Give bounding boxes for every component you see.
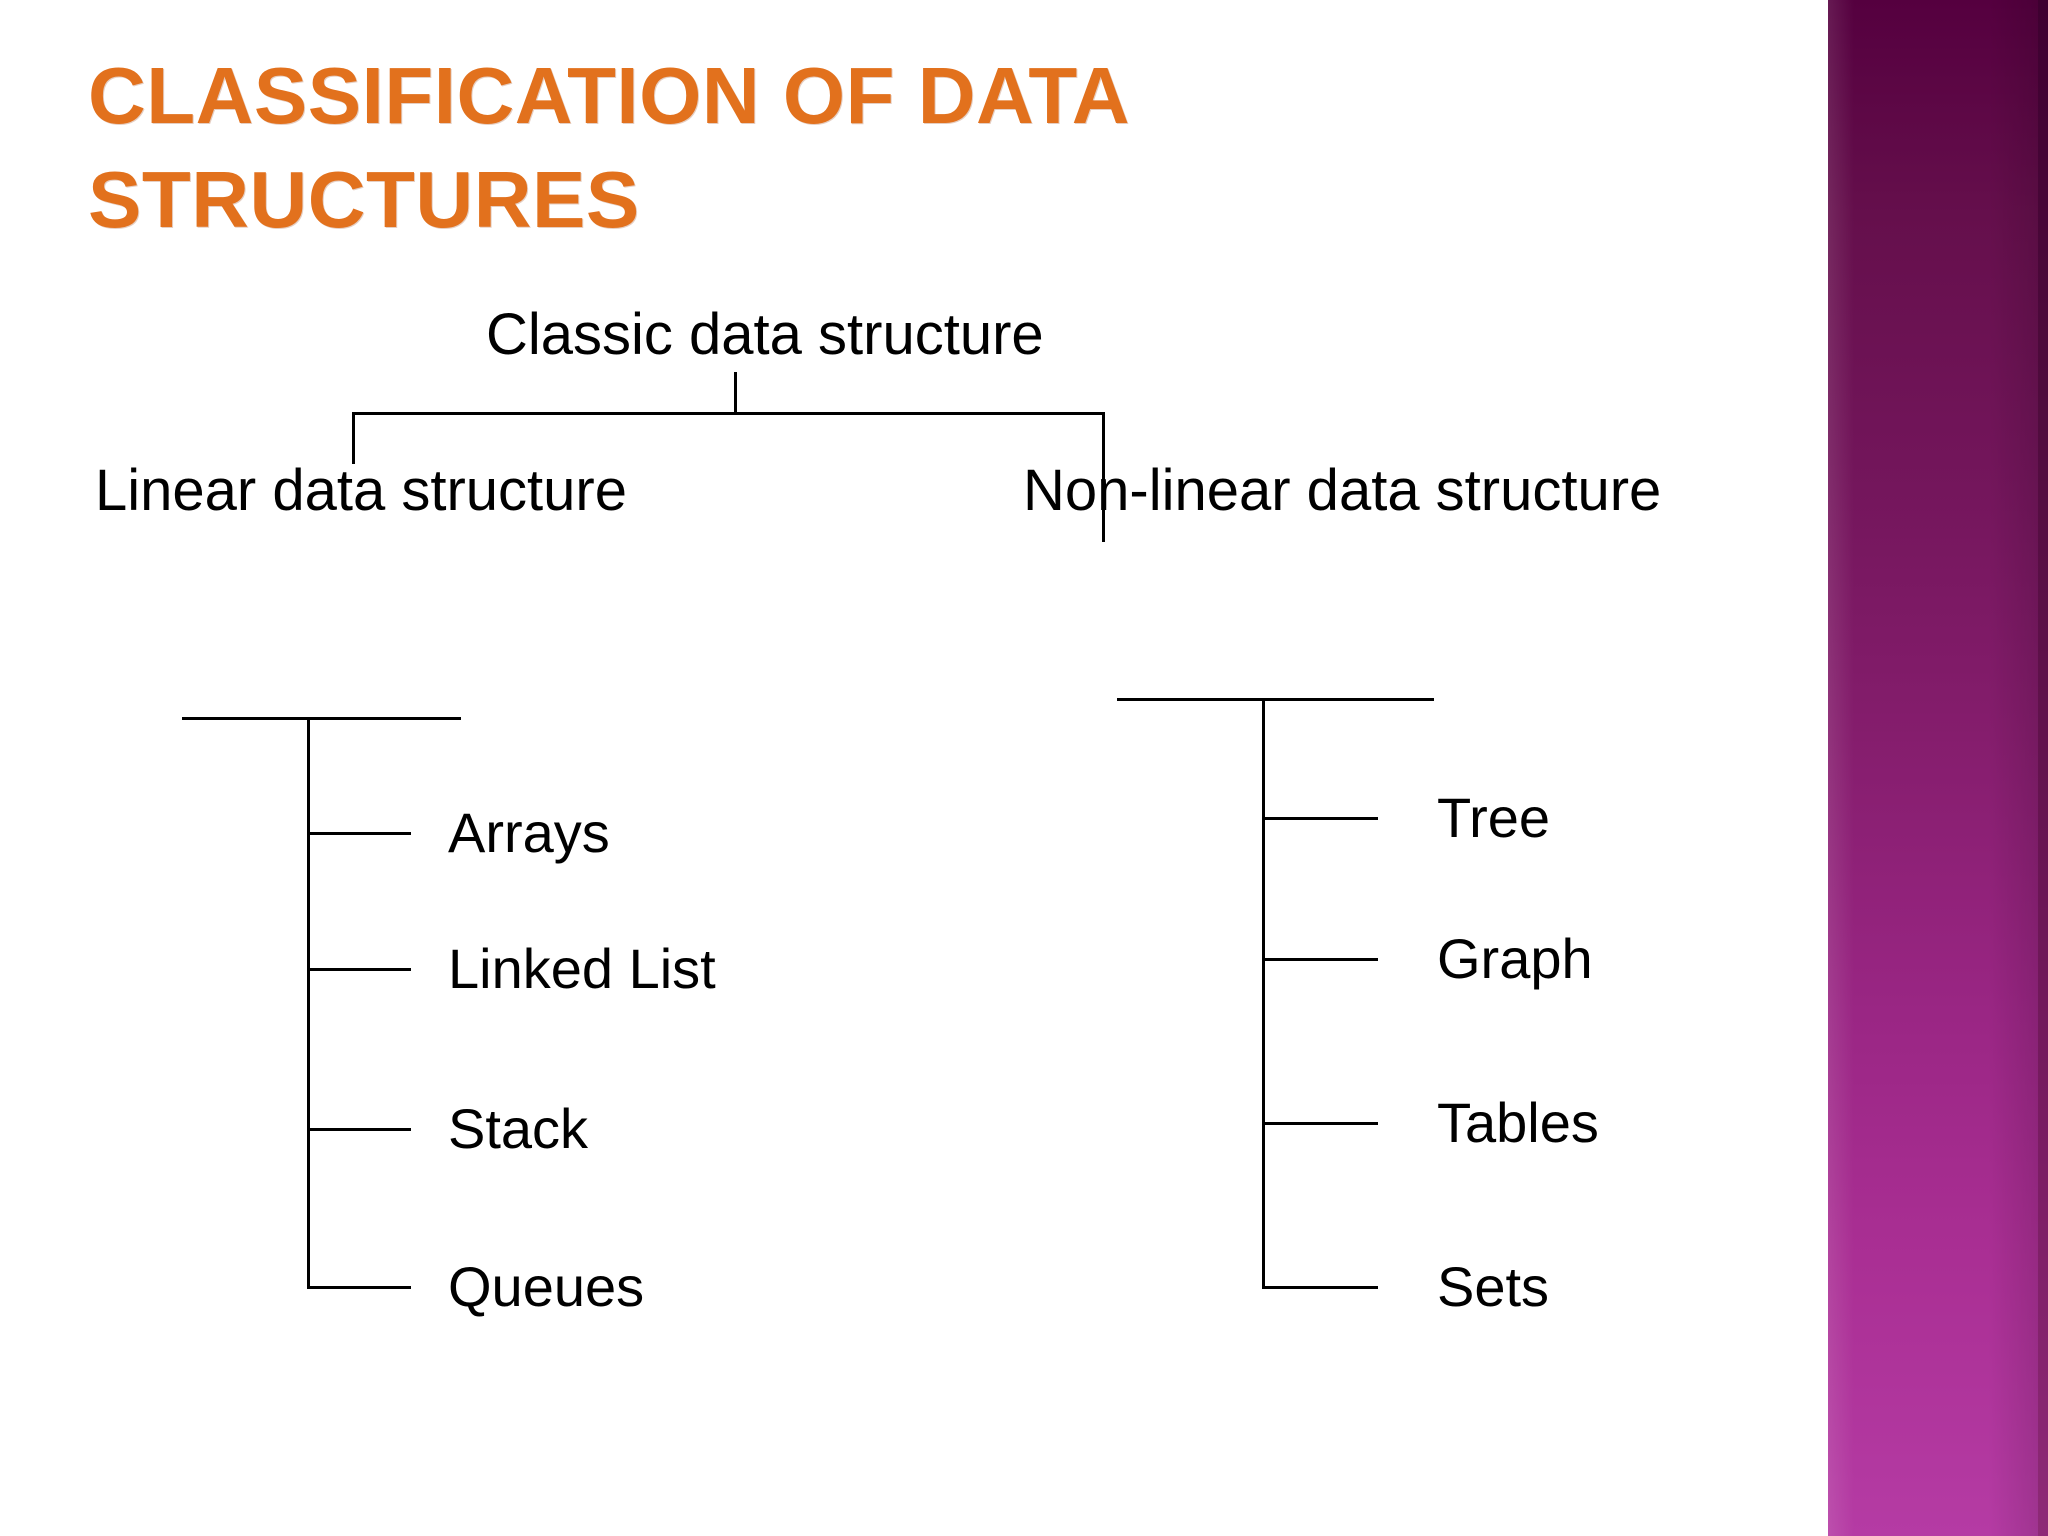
connector-leaf-queues	[307, 1286, 411, 1289]
band-right-edge	[2038, 0, 2048, 1536]
connector-leaf-tree	[1262, 817, 1378, 820]
connector-nonlinear-bracket-bar	[1117, 698, 1434, 701]
connector-leaf-sets	[1262, 1286, 1378, 1289]
tree-leaf-tables: Tables	[1437, 1091, 1599, 1154]
page-title: Classification of data structures	[88, 51, 1128, 244]
band-sheen-overlay	[1828, 0, 2040, 1536]
connector-level1-right-drop	[1102, 412, 1105, 542]
connector-root-stem	[734, 372, 737, 414]
connector-leaf-graph	[1262, 958, 1378, 961]
band-gradient-fill	[1828, 0, 2040, 1536]
purple-gradient-band	[1828, 0, 2048, 1536]
tree-leaf-linked-list: Linked List	[448, 937, 716, 1000]
connector-linear-bracket-bar	[182, 717, 461, 720]
tree-leaf-sets: Sets	[1437, 1255, 1550, 1318]
connector-leaf-tables	[1262, 1122, 1378, 1125]
connector-leaf-arrays	[307, 832, 411, 835]
tree-node-non-linear-data-structure: Non-linear data structure	[1023, 458, 1662, 523]
tree-leaf-stack: Stack	[448, 1097, 589, 1160]
tree-node-linear-data-structure: Linear data structure	[95, 458, 627, 523]
classification-tree-diagram: Classic data structure Linear data struc…	[95, 302, 1662, 1318]
tree-leaf-graph: Graph	[1437, 927, 1593, 990]
tree-leaf-queues: Queues	[448, 1255, 645, 1318]
tree-leaf-tree: Tree	[1437, 786, 1551, 849]
connector-leaf-linked-list	[307, 968, 411, 971]
connector-nonlinear-spine	[1262, 698, 1265, 1289]
connector-linear-spine	[307, 717, 310, 1289]
connector-leaf-stack	[307, 1128, 411, 1131]
connector-level1-left-drop	[352, 412, 355, 464]
tree-node-root: Classic data structure	[486, 302, 1044, 367]
tree-leaf-arrays: Arrays	[448, 801, 610, 864]
connector-level1-bar	[352, 412, 1105, 415]
